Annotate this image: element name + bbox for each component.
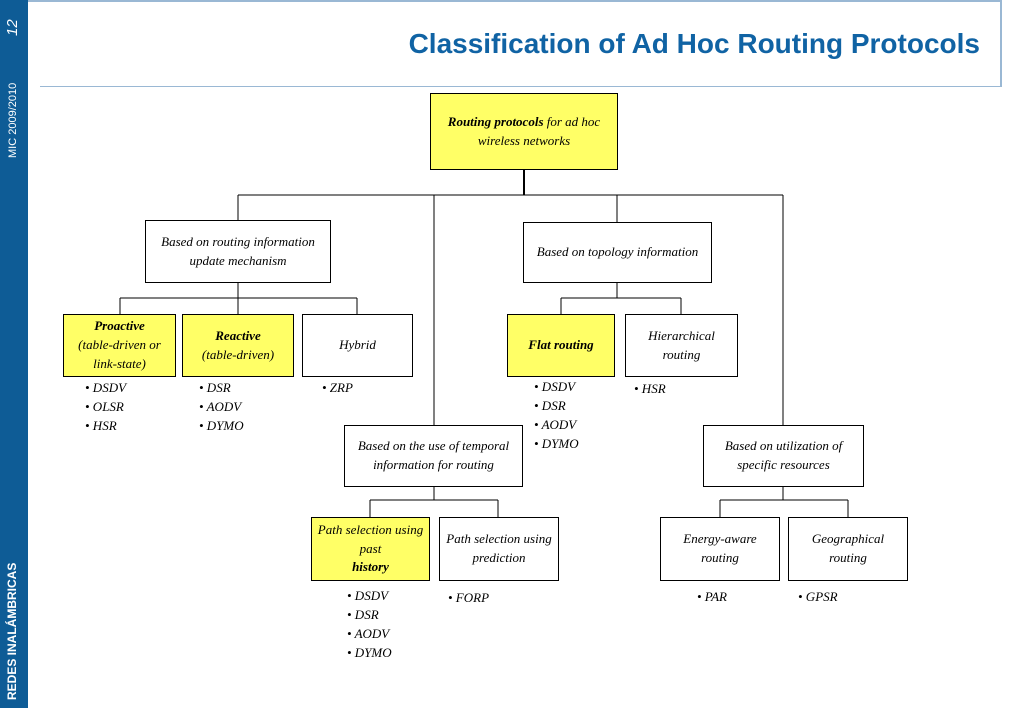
frame-bottom-line <box>40 86 1002 87</box>
node-energy-aware: Energy-aware routing <box>660 517 780 581</box>
list-hierarchical: • HSR <box>634 379 666 398</box>
list-prediction: • FORP <box>448 588 489 607</box>
list-item: • FORP <box>448 590 490 605</box>
list-reactive: • DSR • AODV • DYMO <box>199 378 244 435</box>
node-resources-text: Based on utilization of specific resourc… <box>724 438 843 472</box>
list-past-history: • DSDV • DSR • AODV • DYMO <box>347 586 392 662</box>
node-past-history-bold: history <box>352 559 389 575</box>
list-item: • ZRP <box>322 380 353 395</box>
list-item: • GPSR <box>798 589 838 604</box>
list-energy-aware: • PAR <box>697 587 727 606</box>
list-item: • DSR <box>347 607 379 622</box>
node-update-mechanism: Based on routing information update mech… <box>145 220 331 283</box>
list-item: • AODV <box>347 626 390 641</box>
node-resources: Based on utilization of specific resourc… <box>703 425 864 487</box>
node-geographical-text: Geographical routing <box>811 531 885 565</box>
list-geographical: • GPSR <box>798 587 838 606</box>
list-item: • DSR <box>199 380 231 395</box>
node-proactive: Proactive (table-driven or link-state) <box>63 314 176 377</box>
node-update-mechanism-text: Based on routing information update mech… <box>161 233 315 268</box>
frame-top-line <box>28 0 1001 2</box>
list-item: • AODV <box>199 399 242 414</box>
list-item: • AODV <box>534 417 577 432</box>
list-item: • DYMO <box>199 418 244 433</box>
node-hybrid: Hybrid <box>302 314 413 377</box>
node-energy-aware-text: Energy-aware routing <box>683 531 757 565</box>
node-proactive-text: (table-driven or link-state) <box>78 337 161 371</box>
list-item: • DSDV <box>534 379 576 394</box>
list-item: • DSR <box>534 398 566 413</box>
node-reactive-bold: Reactive <box>215 327 261 343</box>
list-hybrid: • ZRP <box>322 378 353 397</box>
list-item: • DYMO <box>534 436 579 451</box>
node-topology-text: Based on topology information <box>536 244 699 260</box>
list-flat: • DSDV • DSR • AODV • DYMO <box>534 377 579 453</box>
node-topology: Based on topology information <box>523 222 712 283</box>
list-item: • HSR <box>85 418 117 433</box>
node-proactive-bold: Proactive <box>94 318 145 334</box>
node-hybrid-text: Hybrid <box>339 337 376 353</box>
list-item: • DYMO <box>347 645 392 660</box>
node-prediction: Path selection using prediction <box>439 517 559 581</box>
node-past-history-text: Path selection using past <box>317 521 424 556</box>
node-past-history: Path selection using past history <box>311 517 430 581</box>
node-reactive-text: (table-driven) <box>201 346 275 362</box>
node-routing-protocols: Routing protocols for ad hoc wireless ne… <box>430 93 618 170</box>
sidebar: 12 MIC 2009/2010 REDES INALÁMBRICAS <box>0 0 28 708</box>
list-item: • OLSR <box>85 399 124 414</box>
node-geographical: Geographical routing <box>788 517 908 581</box>
node-routing-protocols-text: for ad hoc wireless networks <box>477 113 601 148</box>
list-proactive: • DSDV • OLSR • HSR <box>85 378 126 435</box>
node-temporal-text: Based on the use of temporal information… <box>357 438 510 472</box>
list-item: • DSDV <box>347 588 389 603</box>
node-temporal: Based on the use of temporal information… <box>344 425 523 487</box>
node-hierarchical: Hierarchical routing <box>625 314 738 377</box>
node-hierarchical-text: Hierarchical routing <box>648 327 715 362</box>
node-reactive: Reactive (table-driven) <box>182 314 294 377</box>
node-flat-routing: Flat routing <box>507 314 615 377</box>
frame-right-line <box>1000 0 1002 86</box>
list-item: • HSR <box>634 381 666 396</box>
list-item: • PAR <box>697 589 727 604</box>
list-item: • DSDV <box>85 380 127 395</box>
node-routing-protocols-bold: Routing protocols <box>447 113 544 129</box>
node-prediction-text: Path selection using prediction <box>446 531 552 565</box>
node-flat-routing-bold: Flat routing <box>528 337 594 353</box>
slide-title: Classification of Ad Hoc Routing Protoco… <box>408 28 980 59</box>
